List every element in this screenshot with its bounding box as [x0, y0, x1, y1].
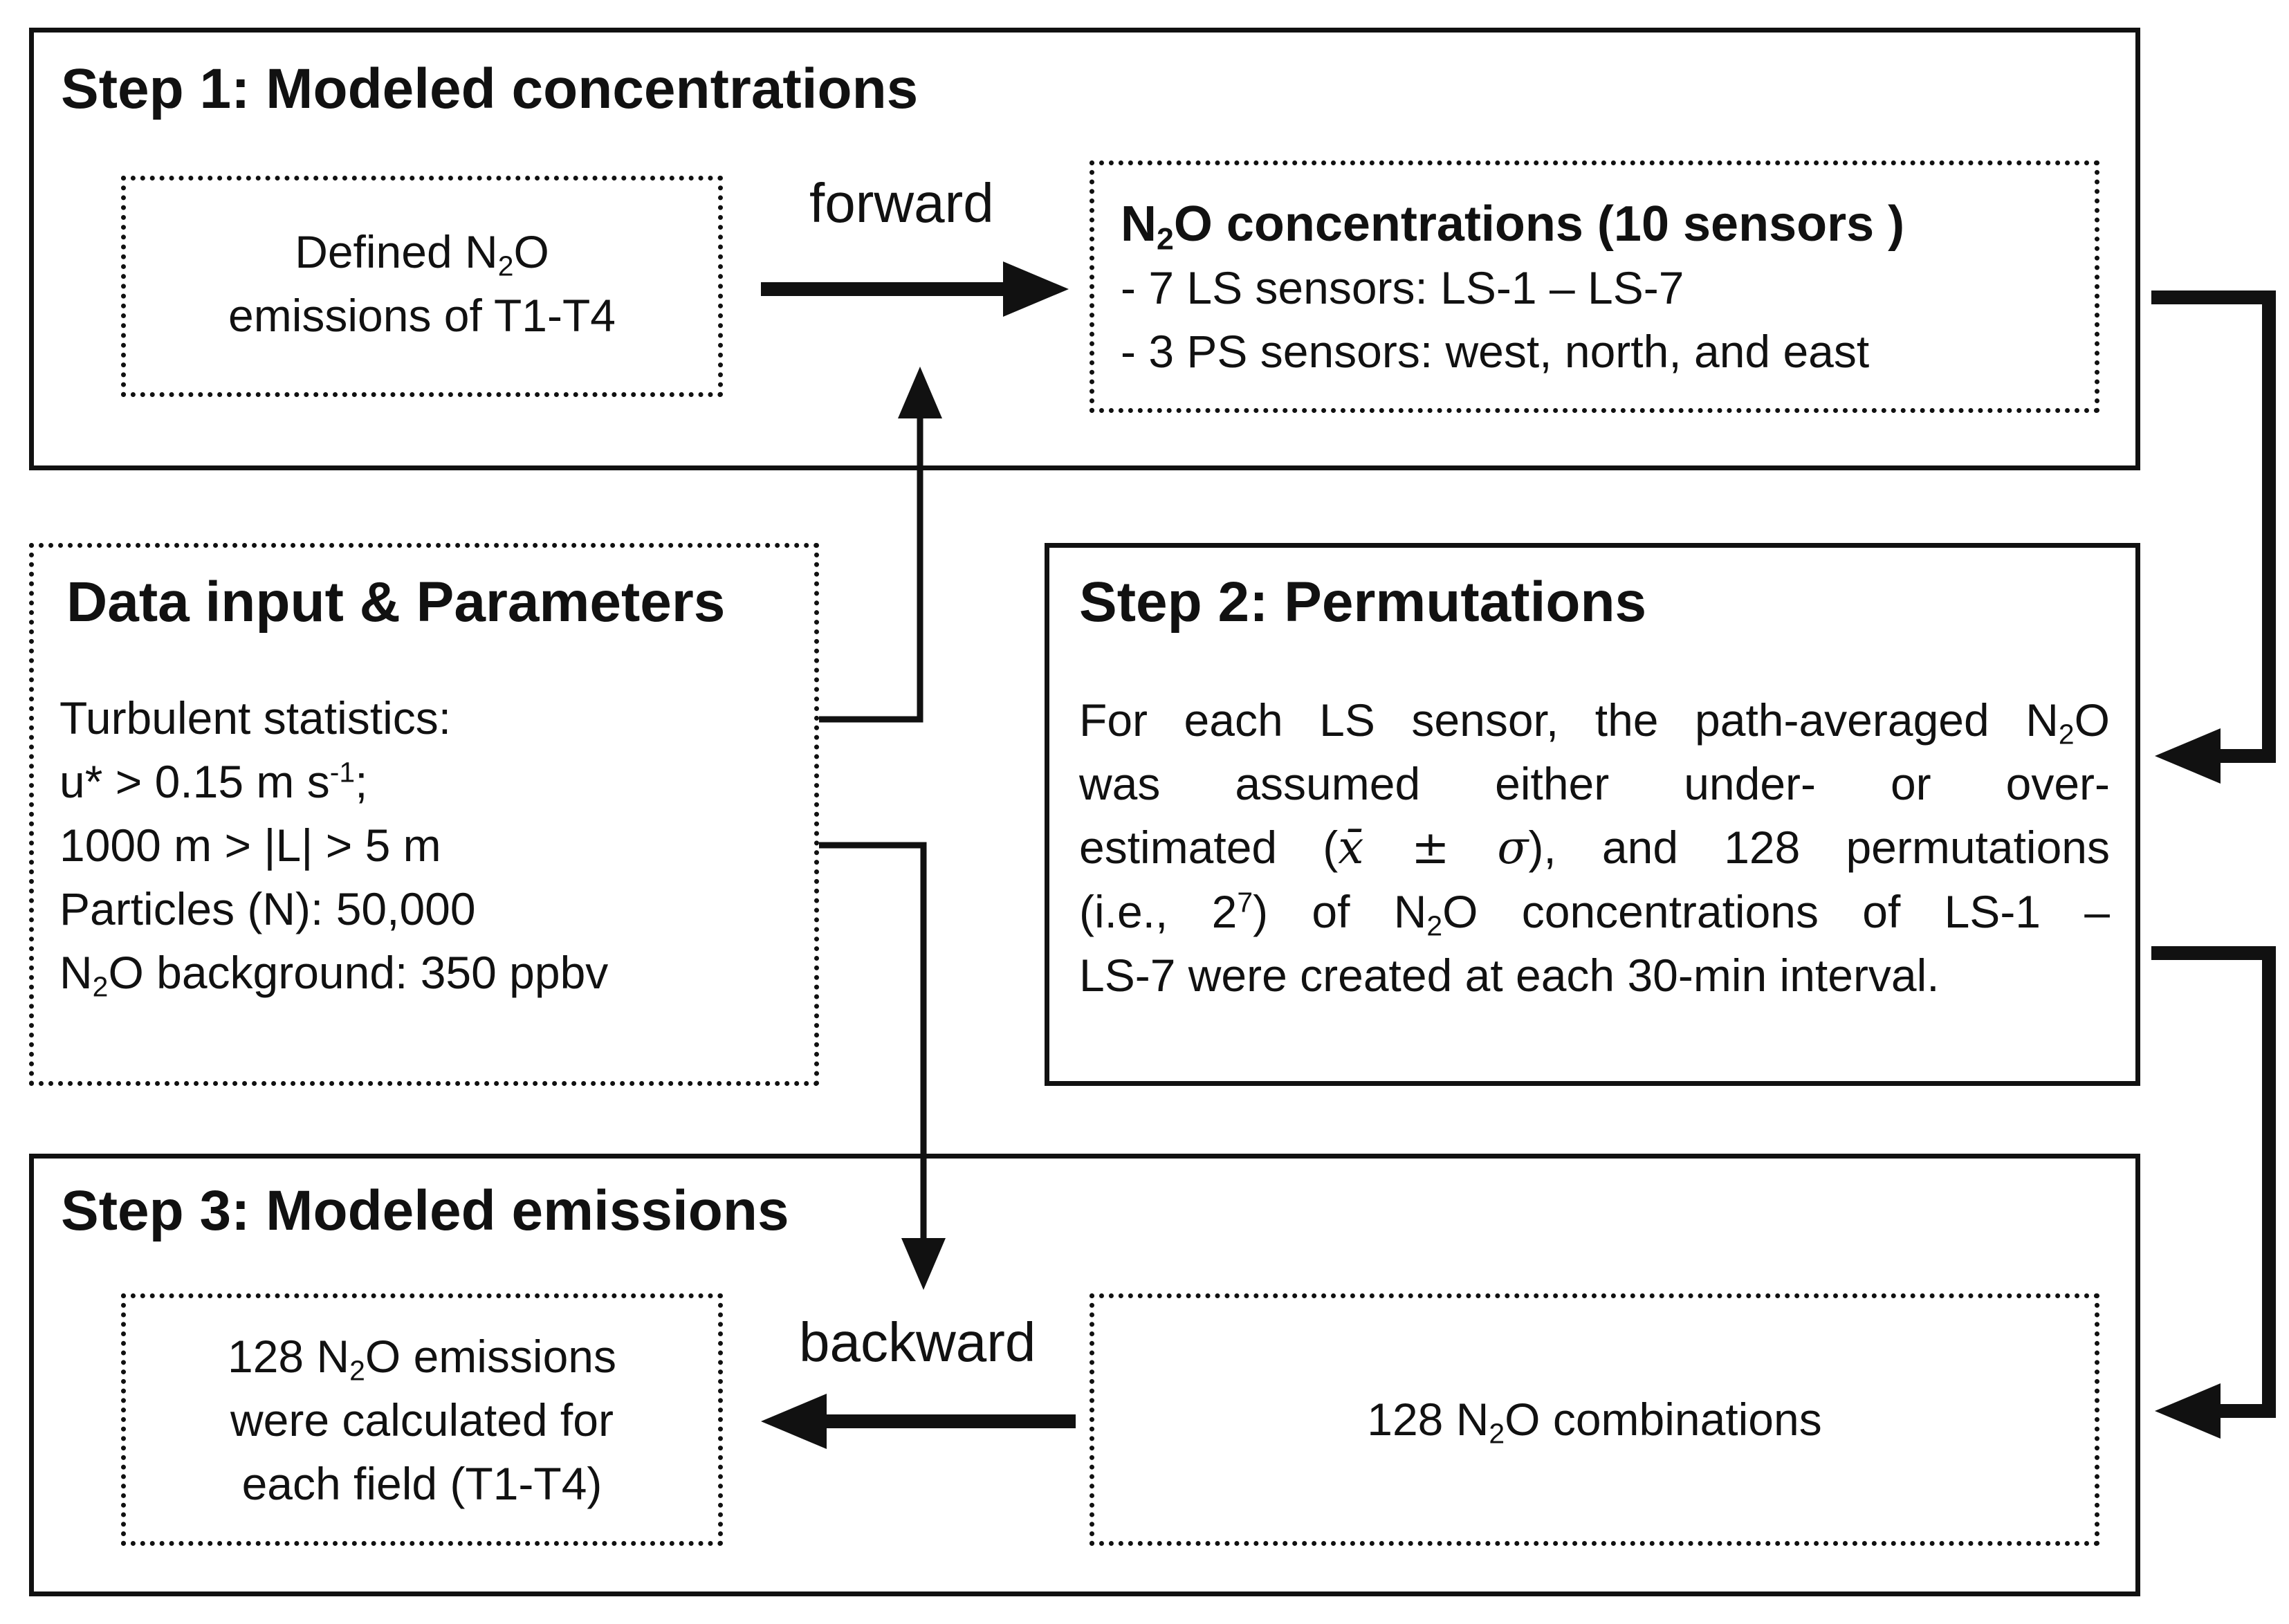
data-input-box [29, 543, 819, 1086]
concentrations-heading: N2O concentrations (10 sensors ) [1121, 196, 1905, 257]
step3-panel [29, 1154, 2140, 1596]
forward-arrow [761, 261, 1069, 317]
defined-emissions-box [121, 176, 723, 397]
step1-title: Step 1: Modeled concentrations [61, 57, 919, 120]
ps-sensors-bullet: - 3 PS sensors: west, north, and east [1121, 326, 1870, 377]
concentrations-text: N2O concentrations (10 sensors ) - 7 LS … [1121, 192, 1904, 383]
emissions-result-text: 128 N2O emissions were calculated for ea… [228, 1331, 616, 1509]
ls-sensors-bullet: - 7 LS sensors: LS-1 – LS-7 [1121, 262, 1684, 313]
emissions-result-box [121, 1293, 723, 1546]
input-up-arrow [819, 367, 942, 723]
step2-description: For each LS sensor, the path-averaged N2… [1079, 694, 2110, 1001]
forward-label: forward [809, 172, 994, 234]
data-input-title: Data input & Parameters [66, 571, 726, 634]
step2-panel [1045, 543, 2140, 1086]
step2-to-step3-arrow [2151, 946, 2276, 1439]
combinations-box [1090, 1293, 2099, 1546]
concentrations-box [1090, 160, 2099, 413]
backward-label: backward [799, 1311, 1036, 1373]
step3-title: Step 3: Modeled emissions [61, 1179, 789, 1242]
step2-title: Step 2: Permutations [1079, 571, 1647, 634]
data-input-params: Turbulent statistics: u* > 0.15 m s-1; 1… [59, 686, 608, 1004]
backward-arrow [761, 1394, 1076, 1449]
defined-emissions-text: Defined N2O emissions of T1-T4 [228, 226, 616, 341]
turbulent-label: Turbulent statistics: [59, 692, 452, 744]
obukhov-param: 1000 m > |L| > 5 m [59, 820, 441, 871]
step1-to-step2-arrow [2151, 290, 2276, 784]
background-param: N2O background: 350 ppbv [59, 947, 609, 1003]
combinations-text: 128 N2O combinations [1367, 1394, 1822, 1450]
step1-panel [29, 28, 2140, 470]
ustar-param: u* > 0.15 m s-1; [59, 756, 368, 807]
particles-param: Particles (N): 50,000 [59, 883, 476, 934]
input-down-arrow [819, 842, 946, 1290]
